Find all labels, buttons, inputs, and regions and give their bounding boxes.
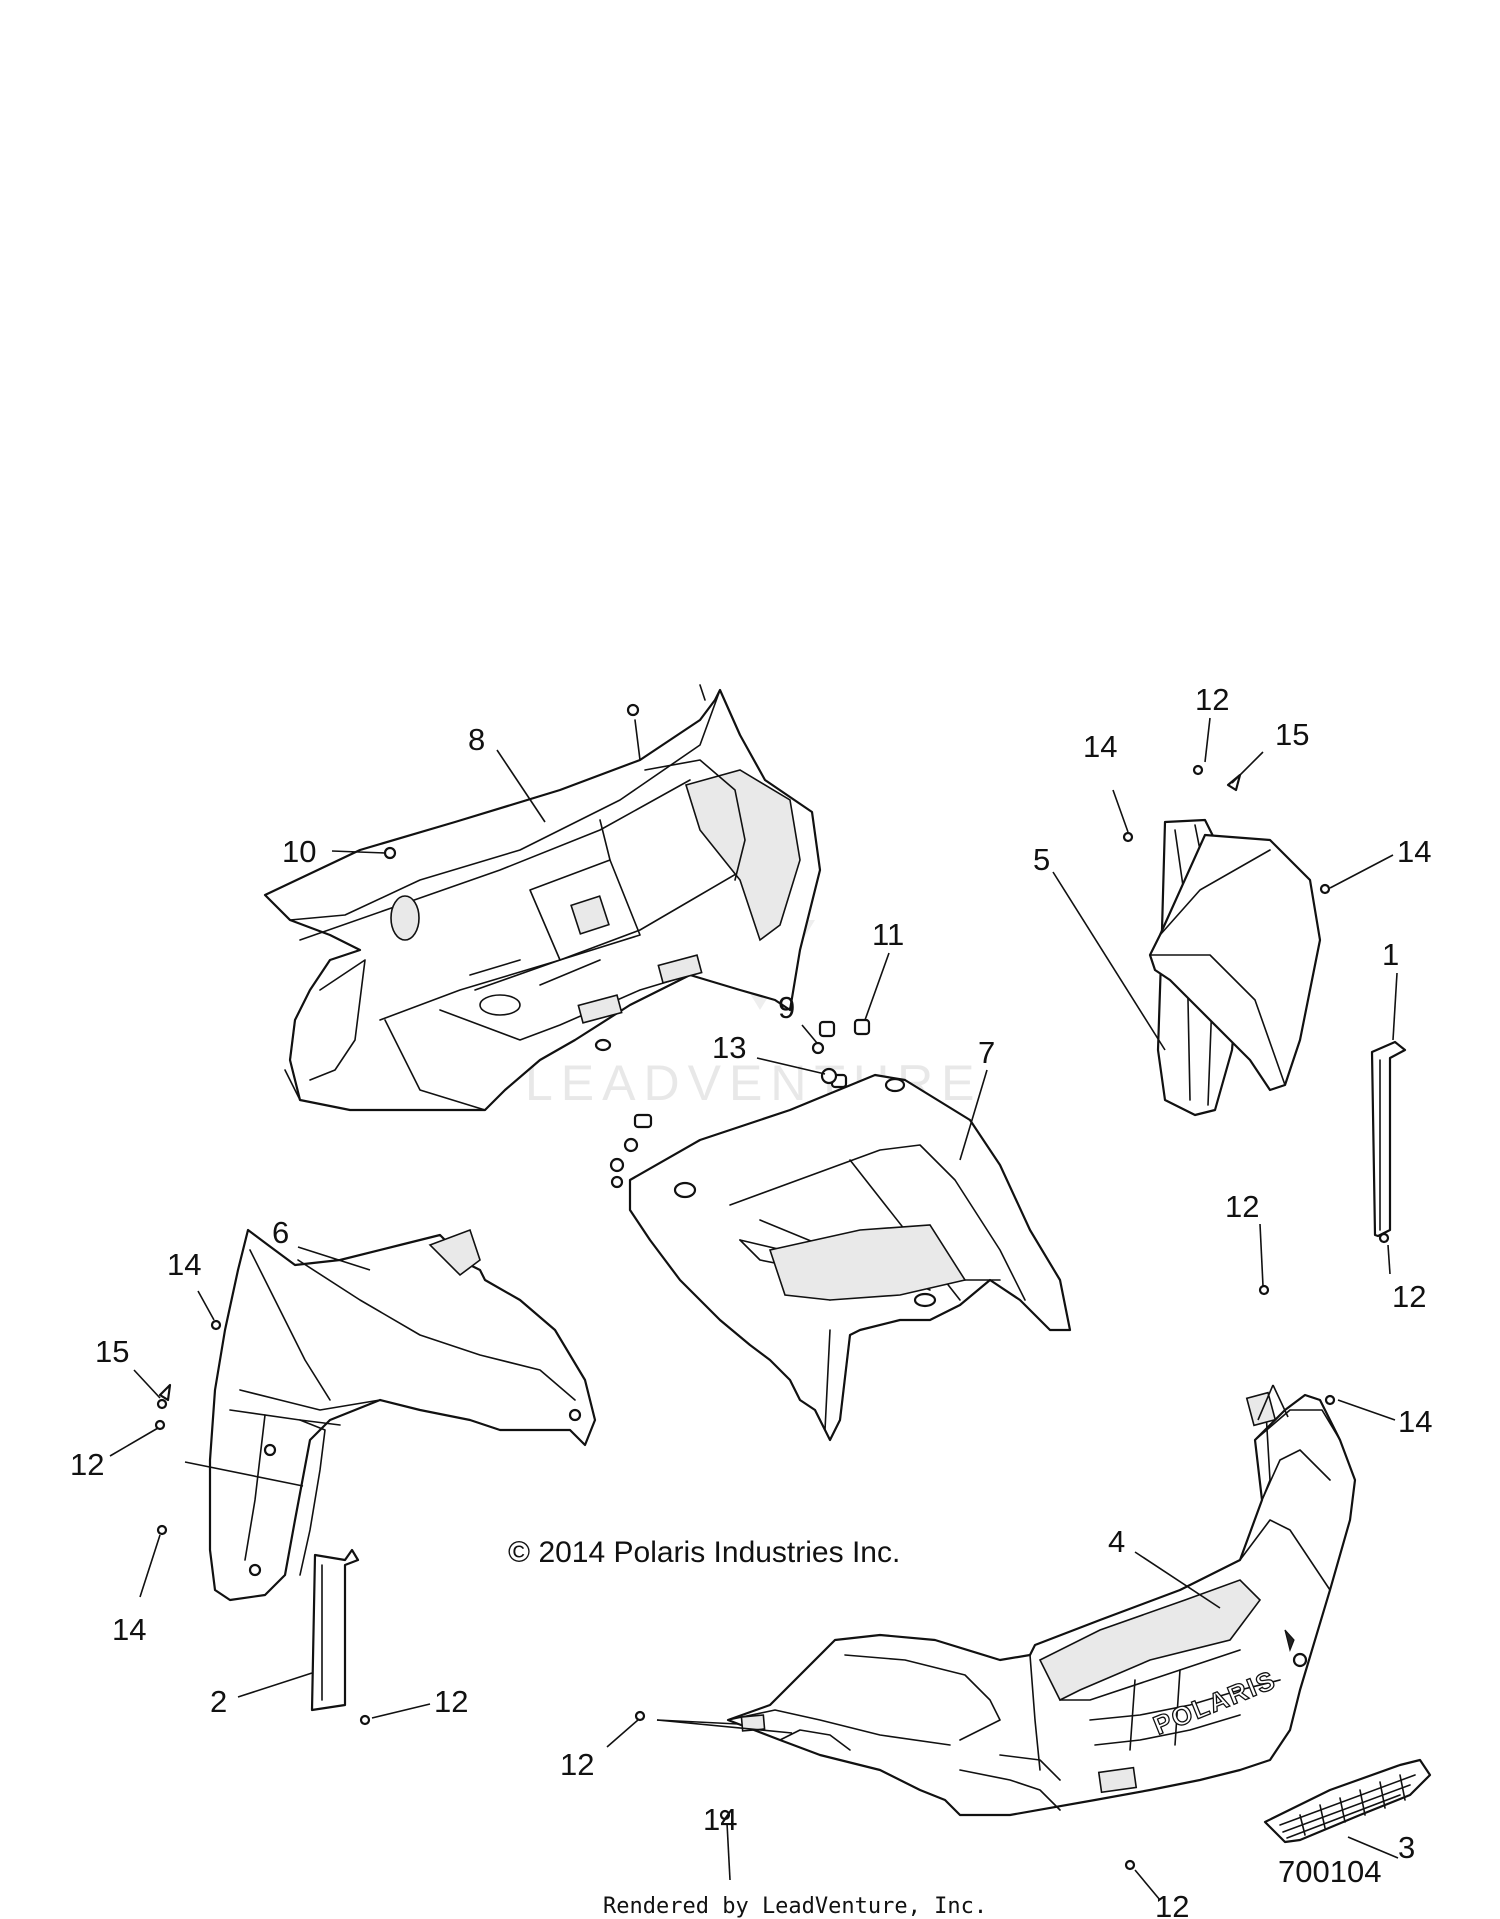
callout-14: 14 <box>1083 729 1117 764</box>
callout-1: 1 <box>1382 937 1399 972</box>
callout-12: 12 <box>560 1747 594 1782</box>
callout-labels: 8 10 12 14 15 5 14 1 11 9 13 7 14 6 15 1… <box>70 682 1432 1919</box>
fastener-top <box>626 703 640 717</box>
callout-12: 12 <box>1195 682 1229 717</box>
fastener-10 <box>383 846 397 860</box>
callout-12: 12 <box>434 1684 468 1719</box>
callout-9: 9 <box>778 990 795 1025</box>
callout-12: 12 <box>1155 1889 1189 1919</box>
callout-6: 6 <box>272 1215 289 1250</box>
callout-12: 12 <box>1225 1189 1259 1224</box>
callout-4: 4 <box>1108 1524 1125 1559</box>
callout-8: 8 <box>468 722 485 757</box>
callout-12: 12 <box>70 1447 104 1482</box>
part-7-hood <box>628 1073 1072 1442</box>
callout-14: 14 <box>703 1802 737 1837</box>
callout-11: 11 <box>872 917 904 952</box>
callout-2: 2 <box>210 1684 227 1719</box>
part-1-right-bracket <box>1370 1040 1407 1238</box>
callout-14: 14 <box>1397 834 1431 869</box>
callout-7: 7 <box>978 1035 995 1070</box>
hood-fasteners <box>609 1018 871 1189</box>
callout-3: 3 <box>1398 1830 1415 1865</box>
small-fasteners <box>154 764 1390 1871</box>
callout-13: 13 <box>712 1030 746 1065</box>
part-6-left-fender <box>208 1228 597 1602</box>
callout-12: 12 <box>1392 1279 1426 1314</box>
rendered-by-text: Rendered by LeadVenture, Inc. <box>603 1894 987 1919</box>
callout-15: 15 <box>1275 717 1309 752</box>
part-3-grille <box>1263 1758 1432 1844</box>
part-5-right-side-panel <box>1148 818 1322 1117</box>
leader-lines <box>109 717 1399 1901</box>
callout-15: 15 <box>95 1334 129 1369</box>
callout-10: 10 <box>282 834 316 869</box>
callout-14: 14 <box>112 1612 146 1647</box>
part-8-dash-panel <box>263 684 822 1112</box>
callout-5: 5 <box>1033 842 1050 877</box>
part-2-left-bracket <box>310 1548 360 1712</box>
part-4-front-bumper: POLARIS <box>726 1391 1357 1817</box>
diagram-id: 700104 <box>1278 1854 1381 1889</box>
copyright-text: © 2014 Polaris Industries Inc. <box>508 1536 900 1569</box>
callout-14: 14 <box>1398 1404 1432 1439</box>
callout-14: 14 <box>167 1247 201 1282</box>
